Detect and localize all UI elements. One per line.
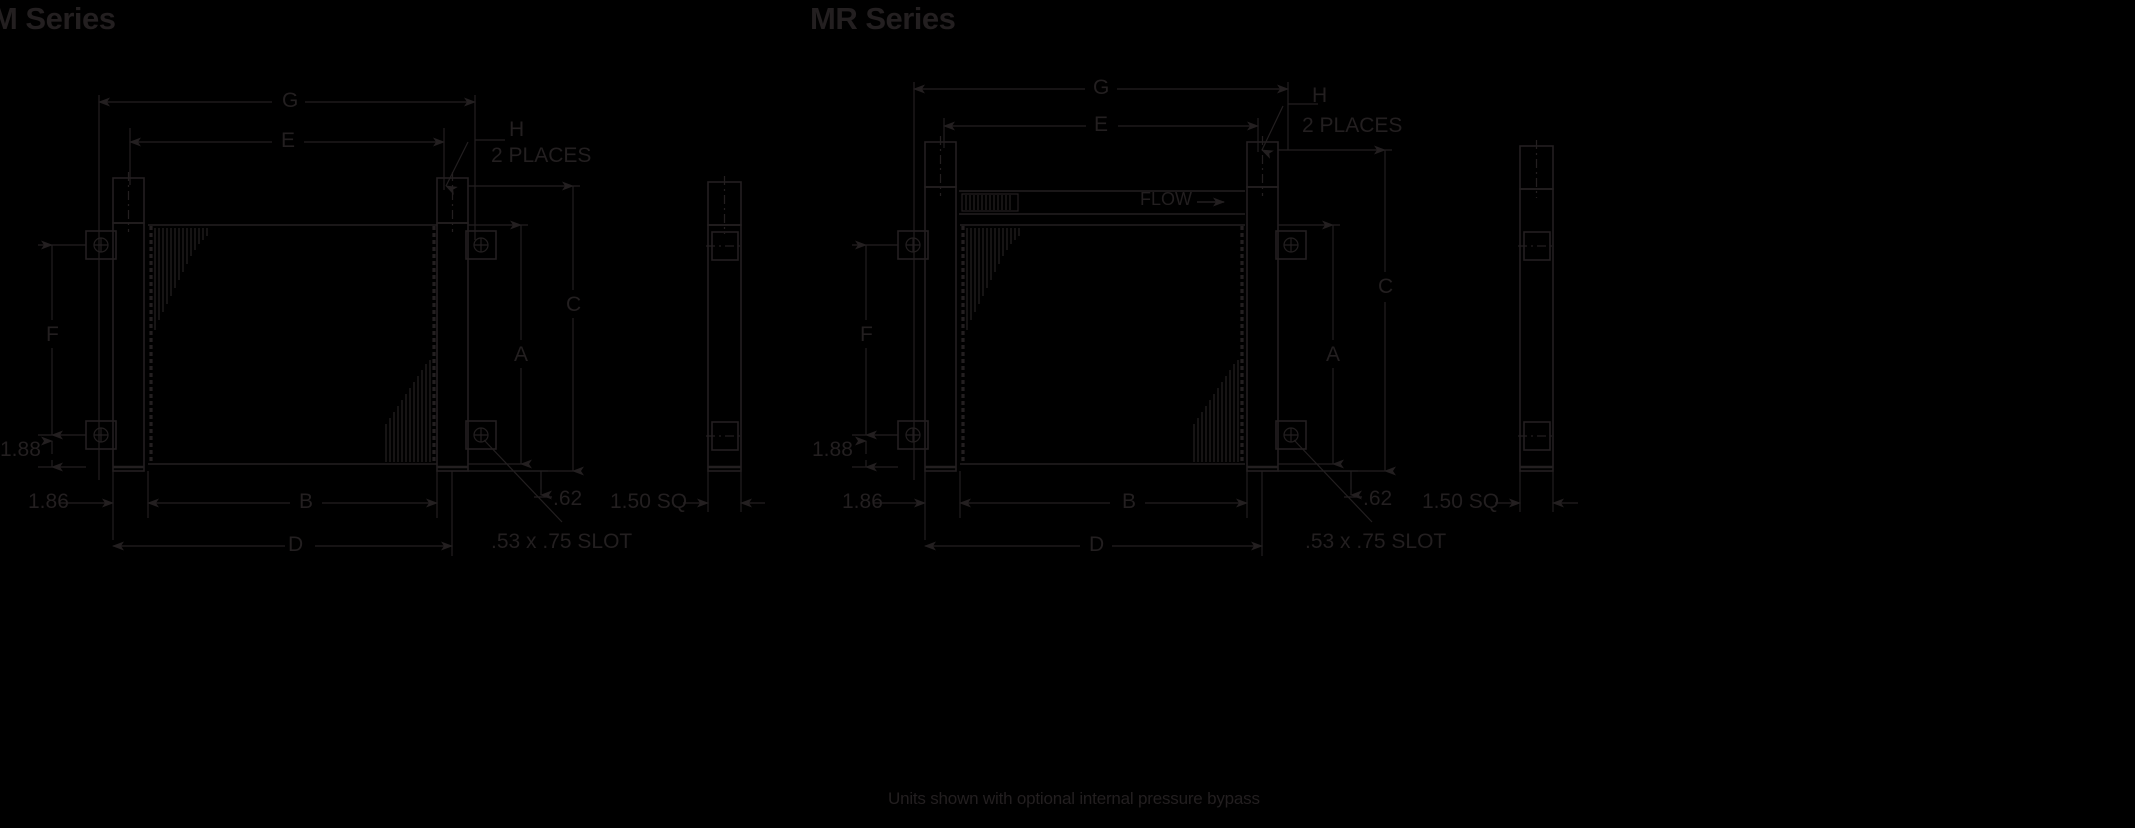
m-dimension-label-c: C (566, 293, 582, 316)
mr-dimension-label-h-note: 2 PLACES (1302, 114, 1403, 137)
m-dimension-value-1-86: 1.86 (28, 490, 69, 513)
mr-dimension-label-a: A (1326, 343, 1341, 366)
figure-caption: Units shown with optional internal press… (888, 789, 1260, 808)
mr-dimension-label-f: F (860, 323, 873, 346)
mr-flow-label: FLOW (1140, 189, 1192, 209)
mr-dimension-label-c: C (1378, 275, 1394, 298)
mr-slot-note: .53 x .75 SLOT (1305, 530, 1447, 553)
m-side-view-1-50-sq: 1.50 SQ (610, 490, 688, 513)
m-series-geometry (38, 95, 765, 556)
mr-dimension-label-b: B (1122, 490, 1137, 513)
m-dimension-label-d: D (288, 533, 304, 556)
mr-dimension-value-62: .62 (1363, 487, 1393, 510)
mr-dimension-label-g: G (1093, 76, 1110, 99)
m-dimension-label-f: F (46, 323, 59, 346)
m-dimension-label-a: A (514, 343, 529, 366)
m-dimension-label-h-note: 2 PLACES (491, 144, 592, 167)
page-title-mr-series: MR Series (810, 1, 956, 36)
m-dimension-label-e: E (281, 129, 296, 152)
mr-series-geometry (852, 82, 1578, 556)
mr-dimension-label-d: D (1089, 533, 1105, 556)
mr-dimension-label-h: H (1312, 84, 1328, 107)
m-dimension-label-b: B (299, 490, 314, 513)
m-slot-note: .53 x .75 SLOT (491, 530, 633, 553)
mr-dimension-value-1-86: 1.86 (842, 490, 883, 513)
m-dimension-label-h: H (509, 118, 525, 141)
m-dimension-label-g: G (282, 89, 299, 112)
m-dimension-value-62: .62 (553, 487, 583, 510)
m-dimension-value-1-88: 1.88 (0, 438, 41, 461)
page-title-m-series: M Series (0, 1, 116, 36)
mr-dimension-value-1-88: 1.88 (812, 438, 853, 461)
mr-dimension-label-e: E (1094, 113, 1109, 136)
mr-side-view-1-50-sq: 1.50 SQ (1422, 490, 1500, 513)
